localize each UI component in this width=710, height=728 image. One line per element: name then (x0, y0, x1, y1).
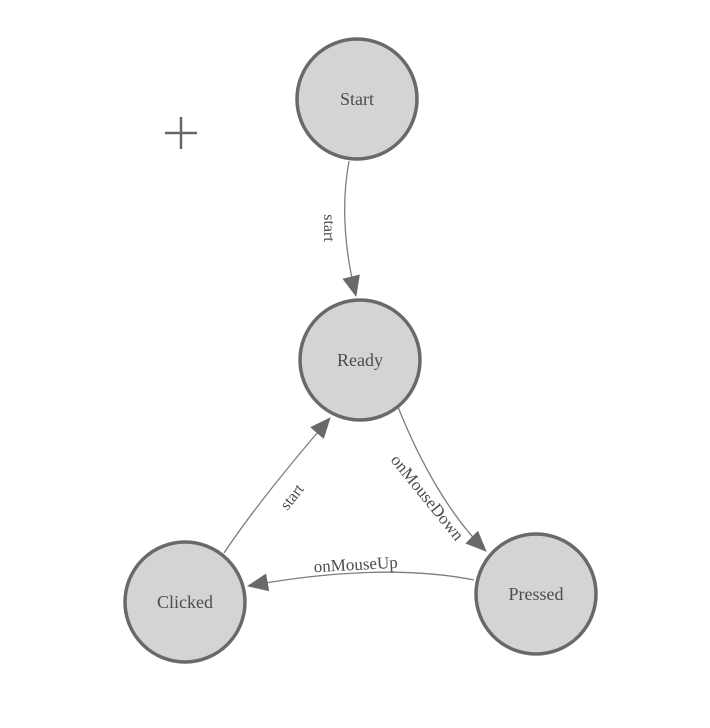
edge-path[interactable] (223, 417, 331, 554)
edge-start-to-ready[interactable]: start (320, 160, 360, 297)
node-pressed[interactable]: Pressed (474, 532, 598, 656)
edge-pressed-to-clicked[interactable]: onMouseUp (247, 553, 475, 592)
node-pressed-circle[interactable] (474, 532, 598, 656)
edge-path[interactable] (247, 571, 475, 592)
edge-path[interactable] (342, 160, 360, 297)
edge-label-start: start (320, 214, 337, 242)
edge-label-onmouseup: onMouseUp (313, 553, 398, 576)
node-start-circle[interactable] (295, 37, 419, 161)
edge-clicked-to-ready[interactable]: start (223, 417, 331, 554)
edge-ready-to-pressed[interactable]: onMouseDown (387, 406, 487, 552)
edge-label-start-2: start (277, 481, 308, 514)
edge-label-onmousedown: onMouseDown (387, 451, 468, 545)
edge-path[interactable] (397, 406, 487, 552)
node-clicked-circle[interactable] (123, 540, 247, 664)
node-ready-circle[interactable] (298, 298, 422, 422)
node-ready[interactable]: Ready (298, 298, 422, 422)
node-start[interactable]: Start (295, 37, 419, 161)
node-clicked[interactable]: Clicked (123, 540, 247, 664)
crosshair-icon (165, 117, 197, 149)
